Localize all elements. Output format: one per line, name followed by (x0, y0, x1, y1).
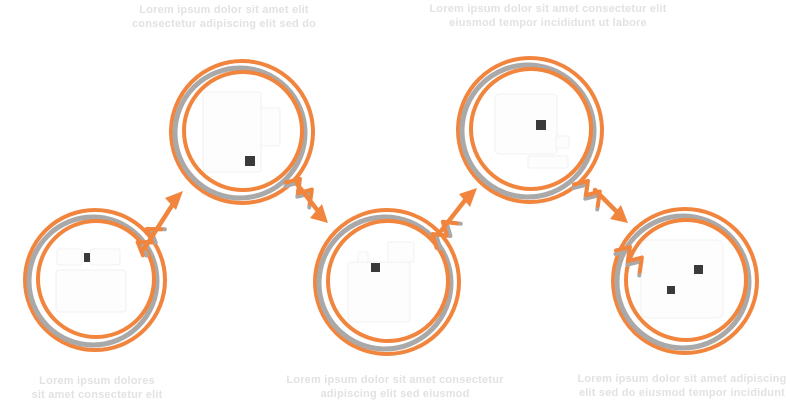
step-2-caption-line2: consectetur adipiscing elit sed do (131, 17, 317, 30)
step-2-gray-ring (172, 65, 308, 201)
step-2-outer-ring (169, 59, 315, 205)
step-2-node (169, 59, 315, 210)
step-3-gray-ring (316, 214, 454, 352)
step-5-gray-ring (614, 213, 752, 351)
step-5-inner-ring (624, 218, 748, 342)
step-1-node (23, 208, 167, 352)
arrow-step3-to-step4 (438, 188, 477, 234)
step-5-caption-line2: elit sed do eiusmod tempor incididunt (578, 386, 786, 399)
step-1-gray-ring (26, 214, 160, 348)
step-3-inner-ring (326, 219, 450, 343)
step-1-glyph-icon (55, 248, 127, 313)
step-5-caption: Lorem ipsum dolor sit amet adipiscing el… (577, 373, 786, 400)
step-4-caption: Lorem ipsum dolor sit amet consectetur e… (429, 3, 666, 30)
step-2-inner-ring (182, 70, 304, 192)
step-2-caption: Lorem ipsum dolor sit amet elit consecte… (132, 4, 316, 31)
step-3-node (313, 208, 463, 356)
step-3-ribbon-notch (430, 219, 463, 251)
step-4-inner-ring (469, 67, 593, 191)
step-5-ribbon-notch (613, 244, 644, 278)
step-3-caption-line2: adipiscing elit sed eiusmod (320, 387, 470, 400)
step-2-glyph-icon (202, 91, 281, 173)
step-1-caption-line2: sit amet consectetur elit (31, 388, 163, 401)
step-4-ribbon-notch (571, 178, 602, 212)
step-5-caption-line1: Lorem ipsum dolor sit amet adipiscing (577, 373, 787, 385)
step-4-caption-line2: eiusmod tempor incididunt ut labore (449, 16, 647, 29)
step-3-outer-ring (313, 208, 461, 356)
step-4-caption-line1: Lorem ipsum dolor sit amet consectetur e… (429, 3, 667, 15)
step-3-caption-line1: Lorem ipsum dolor sit amet consectetur (286, 374, 504, 386)
step-1-caption: Lorem ipsum dolores sit amet consectetur… (32, 375, 163, 402)
step-4-gray-ring (459, 62, 597, 200)
arrow-step2-to-step3 (294, 181, 328, 223)
arrow-step4-to-step5 (592, 187, 628, 223)
step-2-caption-line1: Lorem ipsum dolor sit amet elit (139, 4, 309, 16)
step-1-outer-ring (23, 208, 167, 352)
step-5-outer-ring (611, 207, 759, 355)
step-5-node (611, 207, 759, 355)
step-4-outer-ring (456, 56, 604, 204)
step-3-caption: Lorem ipsum dolor sit amet consectetur a… (286, 374, 503, 401)
step-4-glyph-icon (494, 93, 570, 169)
step-5-glyph-icon (640, 239, 724, 319)
arrow-step1-to-step2 (141, 191, 183, 252)
step-1-inner-ring (36, 219, 156, 339)
step-1-caption-line1: Lorem ipsum dolores (39, 375, 155, 387)
step-3-glyph-icon (347, 241, 415, 323)
step-4-node (456, 56, 604, 212)
